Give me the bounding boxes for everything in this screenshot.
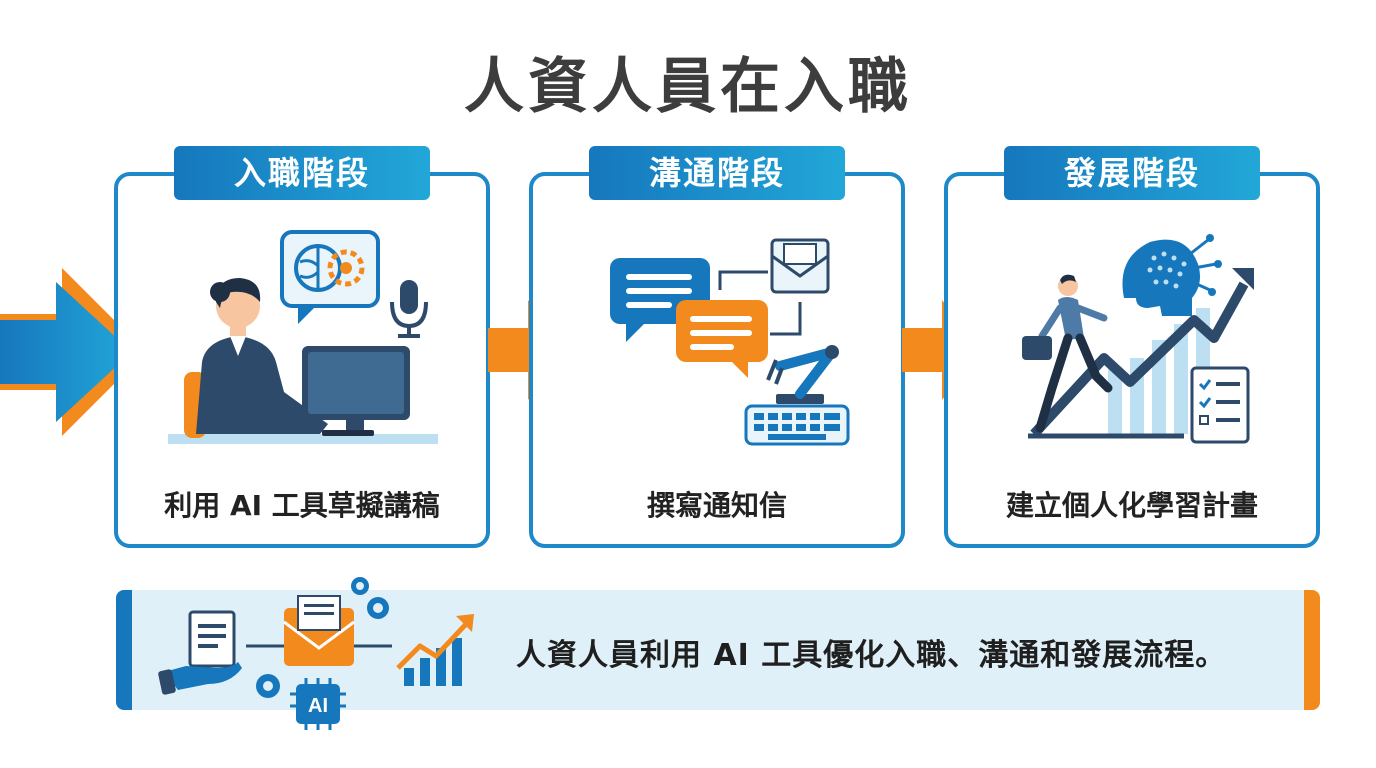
head-circuit-icon xyxy=(1122,234,1222,316)
checklist-icon xyxy=(1190,366,1250,444)
stage-label: 撰寫通知信 xyxy=(646,489,787,522)
hand-document-icon xyxy=(158,610,242,695)
chat-bubbles-icon xyxy=(610,238,850,446)
stage-label: 建立個人化學習計畫 xyxy=(1005,489,1258,522)
envelope-icon xyxy=(770,238,830,294)
entry-arrow-icon xyxy=(0,268,146,436)
banner-accent-right xyxy=(1304,590,1320,710)
workflow-icon: AI xyxy=(158,577,474,730)
stage-header: 發展階段 xyxy=(1004,146,1260,200)
banner-accent-left xyxy=(116,590,132,710)
envelope-icon xyxy=(283,595,355,666)
gear-icon xyxy=(256,577,389,698)
stage-label: 利用 AI 工具草擬講稿 xyxy=(164,489,440,522)
summary-text: 人資人員利用 AI 工具優化入職、溝通和發展流程。 xyxy=(516,638,1227,673)
keyboard-icon xyxy=(744,404,850,446)
ai-chip-label: AI xyxy=(308,695,328,717)
ai-chip-icon: AI xyxy=(290,678,346,730)
page-title: 人資人員在入職 xyxy=(464,52,912,122)
stage-header: 入職階段 xyxy=(174,146,430,200)
growth-chart-icon xyxy=(396,614,474,686)
robot-arm-icon xyxy=(766,345,839,404)
growth-chart-icon xyxy=(1022,234,1254,444)
person-at-computer-icon xyxy=(168,230,438,444)
microphone-icon xyxy=(390,280,428,338)
brain-chat-icon xyxy=(280,230,380,324)
climbing-person-icon xyxy=(1022,274,1113,433)
stage-header: 溝通階段 xyxy=(589,146,845,200)
